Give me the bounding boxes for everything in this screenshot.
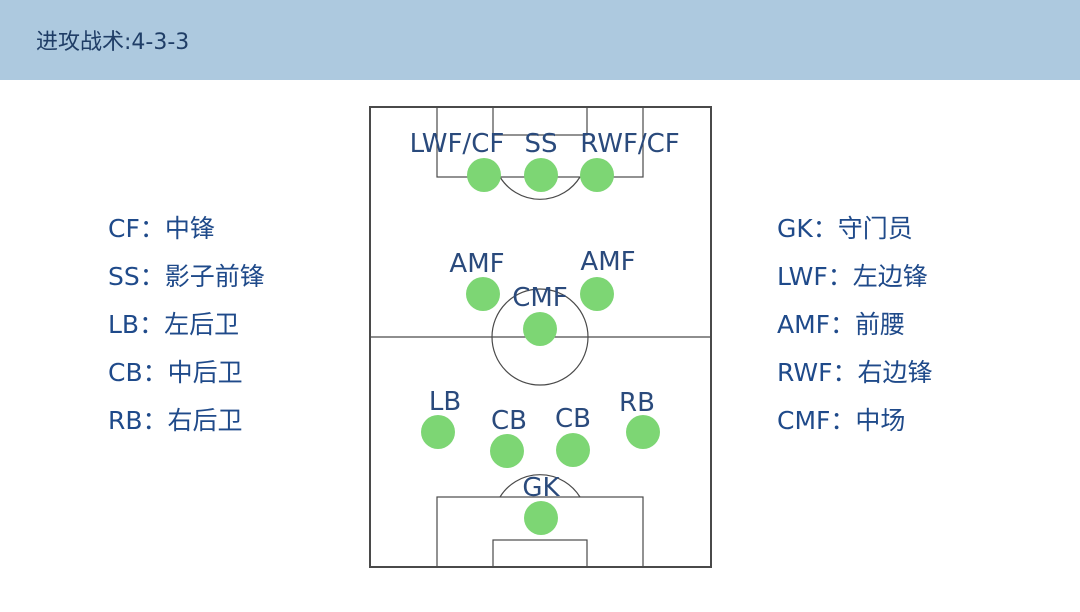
player-dot-lwf-cf bbox=[467, 158, 501, 192]
header-bar: 进攻战术:4-3-3 bbox=[0, 0, 1080, 80]
player-dot-gk bbox=[524, 501, 558, 535]
player-label-amf-left: AMF bbox=[449, 249, 504, 279]
player-dot-ss bbox=[524, 158, 558, 192]
player-label-rwf-cf: RWF/CF bbox=[580, 129, 680, 159]
player-dot-cb-right bbox=[556, 433, 590, 467]
player-label-amf-right: AMF bbox=[580, 247, 635, 277]
player-label-rb: RB bbox=[619, 388, 655, 418]
players-layer bbox=[421, 158, 660, 535]
center-circle bbox=[491, 288, 589, 386]
legend-item-gk: GK：守门员 bbox=[777, 214, 913, 243]
player-dot-rb bbox=[626, 415, 660, 449]
legend-item-lb: LB：左后卫 bbox=[108, 310, 240, 339]
page-title: 进攻战术:4-3-3 bbox=[36, 30, 190, 55]
legend-item-lwf: LWF：左边锋 bbox=[777, 262, 928, 291]
player-dot-cmf bbox=[523, 312, 557, 346]
player-dot-lb bbox=[421, 415, 455, 449]
player-label-cb-right: CB bbox=[555, 404, 591, 434]
legend-left: CF：中锋 SS：影子前锋 LB：左后卫 CB：中后卫 RB：右后卫 bbox=[108, 205, 265, 445]
player-label-lb: LB bbox=[429, 387, 461, 417]
legend-item-rwf: RWF：右边锋 bbox=[777, 358, 933, 387]
bottom-goal-box bbox=[492, 539, 588, 568]
player-label-ss: SS bbox=[524, 129, 557, 159]
legend-item-cf: CF：中锋 bbox=[108, 214, 215, 243]
player-label-cmf: CMF bbox=[512, 283, 568, 313]
player-label-gk: GK bbox=[522, 473, 560, 503]
legend-item-cb: CB：中后卫 bbox=[108, 358, 243, 387]
top-goal-box bbox=[492, 106, 588, 136]
legend-item-rb: RB：右后卫 bbox=[108, 406, 243, 435]
legend-right: GK：守门员 LWF：左边锋 AMF：前腰 RWF：右边锋 CMF：中场 bbox=[777, 205, 932, 445]
player-dot-rwf-cf bbox=[580, 158, 614, 192]
player-dot-amf-left bbox=[466, 277, 500, 311]
player-dot-cb-left bbox=[490, 434, 524, 468]
player-dot-amf-right bbox=[580, 277, 614, 311]
legend-item-cmf: CMF：中场 bbox=[777, 406, 906, 435]
legend-item-ss: SS：影子前锋 bbox=[108, 262, 265, 291]
legend-item-amf: AMF：前腰 bbox=[777, 310, 906, 339]
player-label-cb-left: CB bbox=[491, 406, 527, 436]
top-penalty-arc bbox=[499, 176, 581, 200]
player-labels: LWF/CF SS RWF/CF AMF AMF CMF LB CB CB RB… bbox=[410, 129, 680, 503]
player-label-lwf-cf: LWF/CF bbox=[410, 129, 505, 159]
bottom-penalty-arc bbox=[499, 474, 581, 498]
